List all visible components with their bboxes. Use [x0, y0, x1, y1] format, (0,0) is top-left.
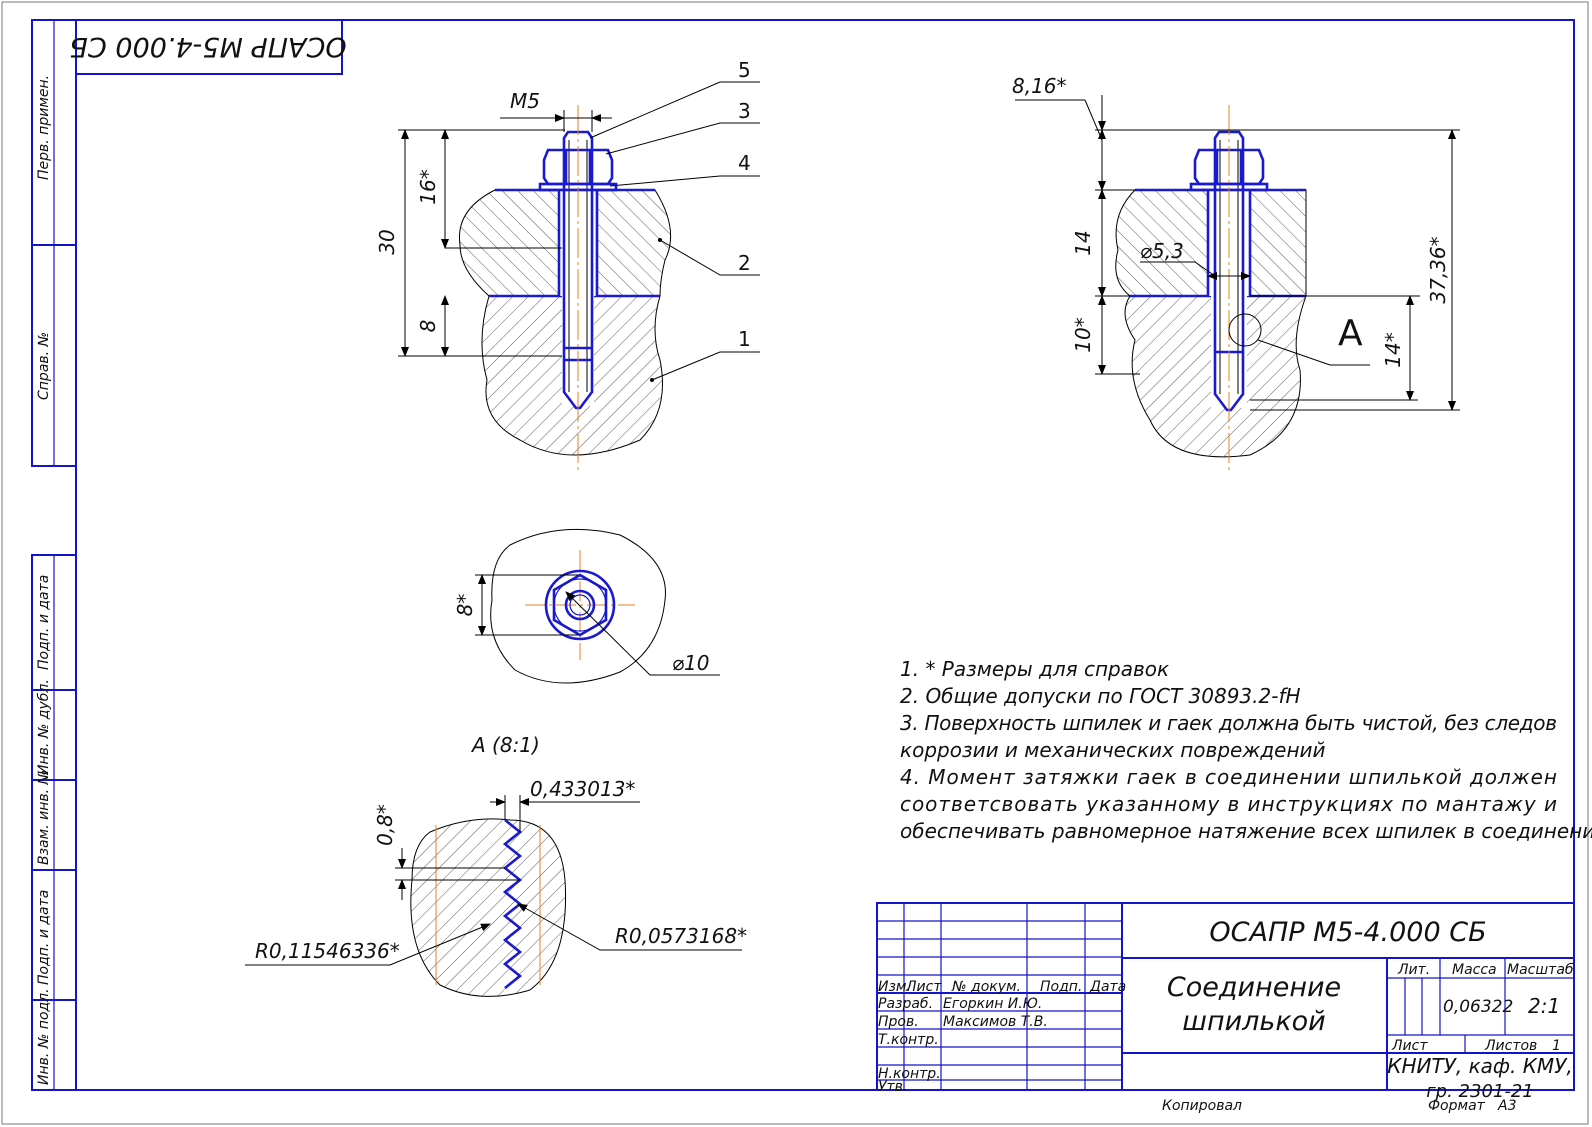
- strip-label-sprav: Справ. №: [36, 332, 52, 400]
- callout-a: А: [1338, 313, 1363, 354]
- org-line-1: КНИТУ, каф. КМУ,: [1387, 1054, 1572, 1078]
- detail-a-view: А (8:1) 0,433013* 0,8* R0,11546336* R0,0…: [245, 733, 747, 997]
- razrab-label: Разраб.: [878, 996, 933, 1012]
- dim-low: 10*: [1071, 317, 1095, 352]
- designation-rotated: ОСАПР М5-4.000 СБ: [69, 31, 346, 62]
- strip-label-podp1: Подп. и дата: [36, 575, 52, 670]
- note-line-2: 2. Общие допуски по ГОСТ 30893.2-fH: [900, 684, 1301, 708]
- title-designation: ОСАПР М5-4.000 СБ: [1209, 917, 1486, 948]
- col-data: Дата: [1089, 979, 1126, 995]
- format-label: Формат: [1428, 1098, 1486, 1114]
- sheets-value: 1: [1552, 1038, 1561, 1054]
- detail-title: А (8:1): [470, 733, 540, 757]
- mass-label: Масса: [1452, 962, 1497, 978]
- strip-label-podp2: Подп. и дата: [36, 890, 52, 985]
- position-5: 5: [738, 58, 751, 82]
- dim-right: 37,36*: [1426, 236, 1450, 303]
- note-line-5: 4. Момент затяжки гаек в соединении шпил…: [900, 765, 1557, 789]
- col-list: Лист: [905, 979, 942, 995]
- prov-name: Максимов Т.В.: [943, 1014, 1048, 1030]
- nkontr-label: Н.контр.: [878, 1066, 941, 1082]
- scale-value: 2:1: [1528, 994, 1560, 1018]
- mass-value: 0,06322: [1443, 997, 1513, 1017]
- tkontr-label: Т.контр.: [878, 1032, 939, 1048]
- strip-label-perv: Перв. примен.: [36, 75, 52, 180]
- dim-plan-width: 8*: [453, 594, 477, 617]
- dim-pitch: 0,433013*: [530, 777, 635, 801]
- dim-depth: 0,8*: [373, 804, 397, 846]
- main-section-view: 30 16* 8 М5 5 3 4 2 1: [375, 58, 760, 470]
- designation-box: ОСАПР М5-4.000 СБ: [69, 19, 347, 75]
- org-line-2: гр. 2301-21: [1426, 1081, 1534, 1102]
- title-name-1: Соединение: [1167, 972, 1341, 1003]
- position-1: 1: [738, 327, 751, 351]
- razrab-name: Егоркин И.Ю.: [943, 996, 1042, 1012]
- dim-top: 16*: [416, 169, 440, 204]
- dim-bottom: 8: [416, 320, 440, 333]
- sheet-label: Лист: [1391, 1038, 1428, 1054]
- position-3: 3: [738, 99, 751, 123]
- col-podp: Подп.: [1040, 979, 1082, 995]
- dim-mid: 14: [1071, 230, 1095, 255]
- dim-thread: М5: [510, 89, 540, 113]
- note-line-7: обеспечивать равномерное натяжение всех …: [900, 819, 1592, 843]
- position-2: 2: [738, 251, 751, 275]
- note-line-3: 3. Поверхность шпилек и гаек должна быть…: [900, 711, 1557, 735]
- strip-label-inv-dubl: Инв. № дубл.: [36, 679, 52, 775]
- copied-label: Копировал: [1162, 1098, 1242, 1114]
- strip-label-inv-podl: Инв. № подл.: [36, 988, 52, 1085]
- utv-label: Утв.: [878, 1079, 907, 1095]
- sheets-label: Листов: [1484, 1038, 1537, 1054]
- note-line-4: коррозии и механических повреждений: [900, 738, 1326, 762]
- dim-inner: 14*: [1381, 332, 1405, 367]
- col-izm: Изм.: [878, 979, 911, 995]
- position-4: 4: [738, 151, 751, 175]
- scale-label: Масштаб: [1507, 962, 1574, 978]
- lit-label: Лит.: [1397, 962, 1430, 978]
- side-strip: Перв. примен. Справ. № Подп. и дата Инв.…: [31, 19, 77, 1091]
- col-doc: № докум.: [951, 979, 1021, 995]
- note-line-6: соответсвовать указанному в инструкциях …: [900, 792, 1557, 816]
- dim-r-left: R0,11546336*: [255, 939, 400, 963]
- right-section-view: А 8,16* 14 10* 37,36* 14* ⌀5,3: [1012, 74, 1460, 470]
- prov-label: Пров.: [878, 1014, 919, 1030]
- dim-top-star: 8,16*: [1012, 74, 1067, 98]
- strip-label-vzam: Взам. инв. №: [36, 770, 52, 865]
- title-name-2: шпилькой: [1182, 1006, 1325, 1037]
- plan-view: 8* ⌀10: [453, 528, 720, 684]
- note-line-1: 1. * Размеры для справок: [900, 657, 1169, 681]
- technical-notes: 1. * Размеры для справок 2. Общие допуск…: [900, 657, 1592, 843]
- title-block: ОСАПР М5-4.000 СБ Соединение шпилькой Из…: [876, 902, 1575, 1102]
- dim-diameter: ⌀5,3: [1140, 239, 1184, 263]
- format-value: А3: [1497, 1098, 1516, 1114]
- dim-r-right: R0,0573168*: [615, 924, 747, 948]
- dim-total: 30: [375, 229, 399, 254]
- dim-plan-diameter: ⌀10: [672, 651, 710, 675]
